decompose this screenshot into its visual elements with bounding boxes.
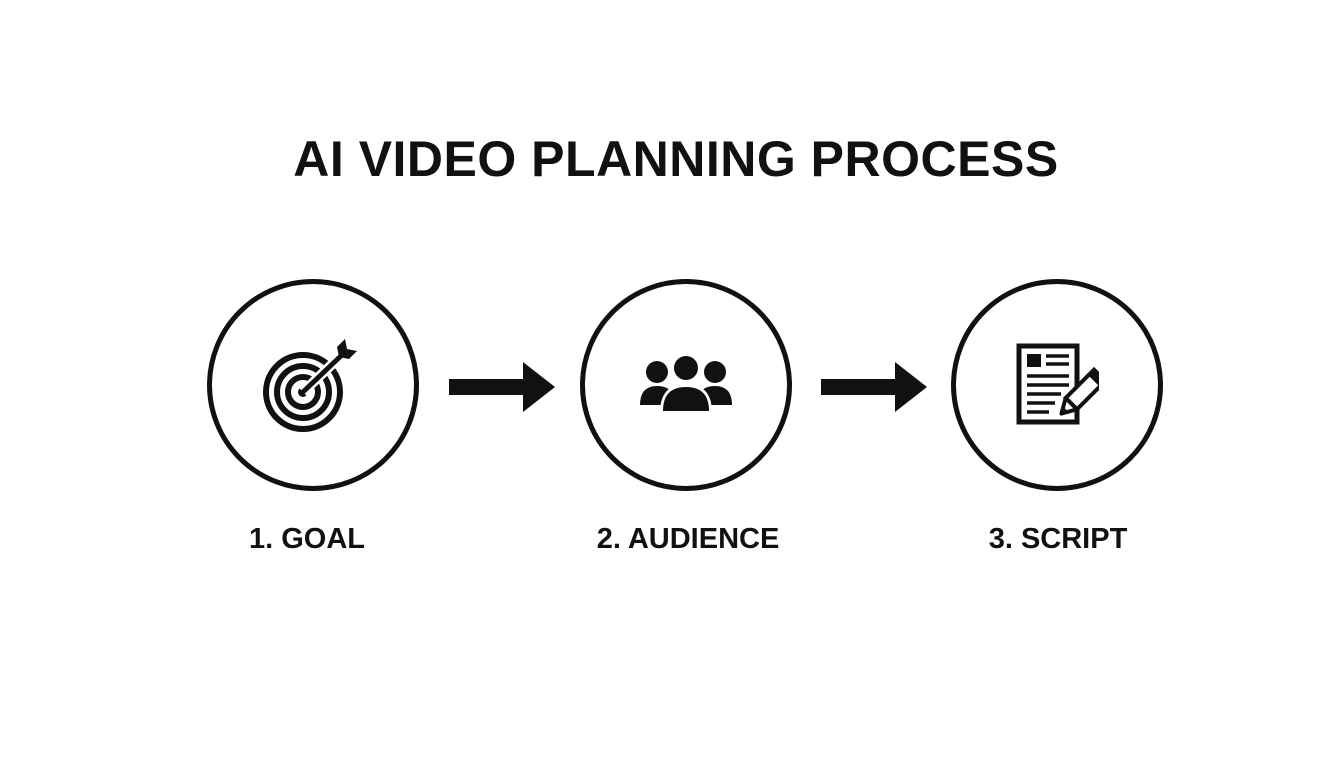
- step-label-script: 3. SCRIPT: [988, 523, 1128, 555]
- step-label-audience: 2. AUDIENCE: [596, 523, 780, 555]
- step-script-circle: [951, 279, 1163, 491]
- step-label-goal: 1. GOAL: [248, 523, 365, 555]
- step-audience-circle: [580, 279, 792, 491]
- arrow-right-icon: [449, 362, 555, 412]
- step-goal-circle: [207, 279, 419, 491]
- arrow-right-icon: [821, 362, 927, 412]
- page-title: AI VIDEO PLANNING PROCESS: [293, 131, 1059, 187]
- target-icon: [263, 339, 357, 432]
- document-pen-icon: [1016, 343, 1099, 425]
- people-group-icon: [640, 354, 732, 413]
